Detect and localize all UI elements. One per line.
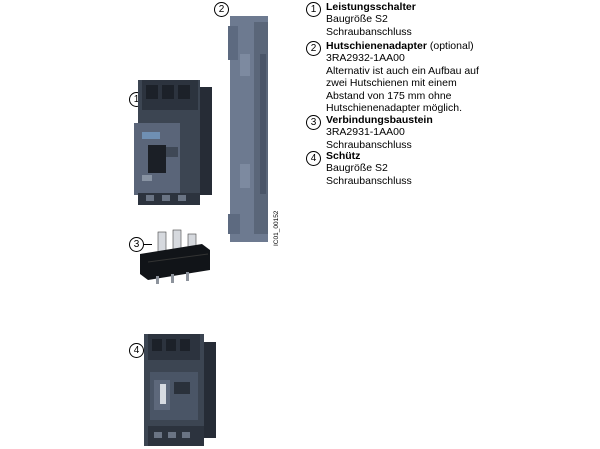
legend-title-4: Schütz: [326, 150, 361, 162]
legend-item-1: 1 Leistungsschalter Baugröße S2 Schrauba…: [306, 1, 596, 41]
legend-number-3: 3: [306, 115, 321, 130]
legend-line: Schraubanschluss: [326, 174, 412, 187]
legend-title-1: Leistungsschalter: [326, 1, 416, 13]
legend-title-suffix-2: (optional): [426, 40, 474, 52]
legend-number-1: 1: [306, 2, 321, 17]
contactor-illustration: [144, 334, 216, 446]
legend-title-2: Hutschienenadapter: [326, 40, 427, 52]
legend-line: Baugröße S2: [326, 162, 388, 175]
marker-4: 4: [129, 343, 144, 358]
legend-line: 3RA2931-1AA00: [326, 126, 405, 139]
legend-text-4: Schütz Baugröße S2 Schraubanschluss: [326, 150, 596, 187]
marker-3: 3: [129, 237, 144, 252]
legend-number-4: 4: [306, 151, 321, 166]
legend-item-2: 2 Hutschienenadapter (optional) 3RA2932-…: [306, 40, 596, 116]
legend-line: Schraubanschluss: [326, 138, 412, 151]
legend-text-1: Leistungsschalter Baugröße S2 Schraubans…: [326, 1, 596, 38]
legend-line: Baugröße S2: [326, 13, 388, 26]
legend-item-4: 4 Schütz Baugröße S2 Schraubanschluss: [306, 150, 596, 190]
marker-2: 2: [214, 2, 229, 17]
link-module-illustration: [140, 229, 210, 284]
legend-line: Schraubanschluss: [326, 25, 412, 38]
legend-line: 3RA2932-1AA00: [326, 52, 405, 65]
legend-title-3: Verbindungsbaustein: [326, 114, 433, 126]
legend-line: Hutschienenadapter möglich.: [326, 102, 462, 115]
document-id: IC01_00152: [273, 210, 280, 246]
circuit-breaker-illustration: [134, 80, 212, 205]
legend-text-2: Hutschienenadapter (optional) 3RA2932-1A…: [326, 40, 596, 114]
legend-text-3: Verbindungsbaustein 3RA2931-1AA00 Schrau…: [326, 114, 596, 151]
legend-line: Alternativ ist auch ein Aufbau auf: [326, 64, 479, 77]
leader-line-3: [144, 244, 152, 245]
legend-line: Abstand von 175 mm ohne: [326, 89, 452, 102]
legend-line: zwei Hutschienen mit einem: [326, 77, 457, 90]
din-rail-adapter-illustration: [228, 16, 268, 242]
legend-number-2: 2: [306, 41, 321, 56]
legend-item-3: 3 Verbindungsbaustein 3RA2931-1AA00 Schr…: [306, 114, 596, 154]
